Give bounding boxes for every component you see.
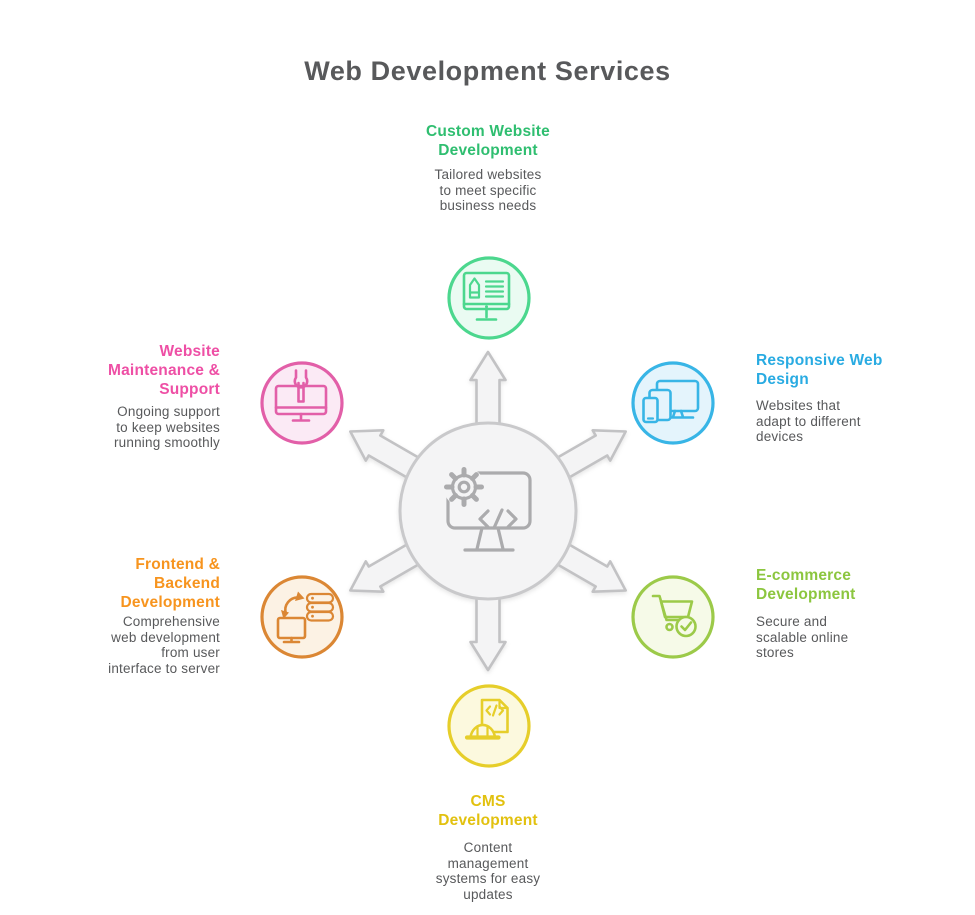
- code-glyph: [478, 508, 518, 530]
- node-description: Comprehensive web development from user …: [108, 614, 220, 676]
- node-title: CMS Development: [438, 793, 538, 829]
- monitor-wrench-icon: [259, 360, 345, 446]
- node-title: Custom Website Development: [426, 123, 550, 159]
- node-description: Tailored websites to meet specific busin…: [434, 167, 542, 213]
- node-description: Secure and scalable online stores: [756, 614, 849, 660]
- node-description: Content management systems for easy upda…: [435, 840, 541, 902]
- code-document-hardhat-icon: [446, 683, 532, 769]
- hub-spoke-graphic: [349, 350, 627, 672]
- node-title: Responsive Web Design: [756, 352, 883, 388]
- shopping-cart-check-icon: [630, 574, 716, 660]
- page-title: Web Development Services: [304, 56, 671, 86]
- website-design-monitor-icon: [446, 255, 532, 341]
- node-title: Website Maintenance & Support: [108, 343, 220, 398]
- node-description: Websites that adapt to different devices: [756, 398, 861, 444]
- node-title: E-commerce Development: [756, 567, 856, 603]
- node-title: Frontend & Backend Development: [120, 556, 220, 611]
- node-description: Ongoing support to keep websites running…: [113, 404, 220, 450]
- multi-device-icon: [630, 360, 716, 446]
- monitor-server-sync-icon: [259, 574, 345, 660]
- gear-monitor-code-icon: [443, 466, 532, 552]
